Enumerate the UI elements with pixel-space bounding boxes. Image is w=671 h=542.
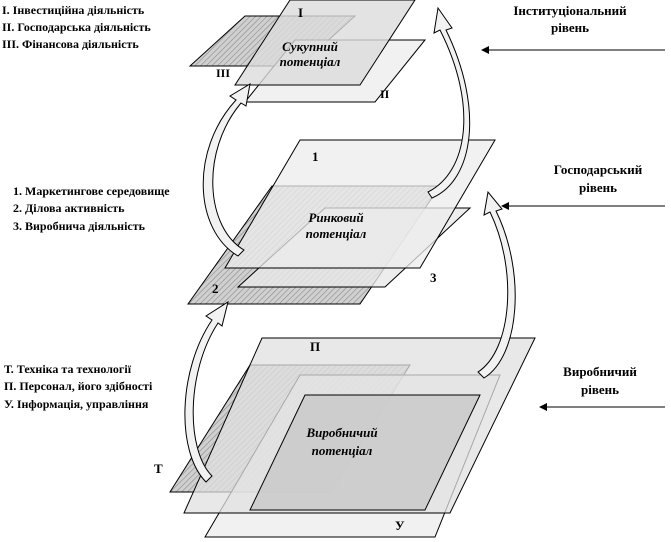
plane-label-3: 3	[430, 270, 437, 285]
center-title-economic-2: потенціал	[306, 226, 367, 241]
legend-institutional-1: I. Інвестиційна діяльність	[2, 3, 145, 17]
center-title-institutional-2: потенціал	[280, 54, 341, 69]
legend-economic-3: 3. Виробнича діяльність	[13, 219, 146, 233]
production-level: П Т У Виробничий потенціал Т. Техніка та…	[4, 337, 665, 538]
legend-production-1: Т. Техніка та технології	[4, 362, 132, 376]
connector-arrows	[184, 6, 516, 483]
plane-label-Y: У	[395, 518, 405, 533]
plane-label-2: 2	[212, 281, 219, 296]
plane-label-III: III	[216, 66, 230, 80]
economic-level: 1 2 3 Ринковий потенціал 1. Маркетингове…	[13, 139, 665, 305]
legend-institutional-3: III. Фінансова діяльність	[2, 37, 139, 51]
center-title-economic-1: Ринковий	[308, 210, 363, 225]
side-label-production-2: рівень	[581, 382, 619, 397]
plane-label-I: I	[298, 5, 303, 20]
plane-label-T: Т	[154, 461, 163, 476]
plane-label-P: П	[310, 339, 320, 354]
legend-production-3: У. Інформація, управління	[4, 397, 149, 411]
center-title-production-1: Виробничий	[305, 425, 377, 440]
legend-economic-1: 1. Маркетингове середовище	[13, 184, 170, 198]
plane-economic-1	[224, 139, 496, 269]
center-title-production-2: потенціал	[312, 443, 373, 458]
legend-economic-2: 2. Ділова активність	[13, 201, 125, 215]
side-label-institutional-1: Інституціональний	[513, 3, 627, 18]
side-label-economic-1: Господарський	[554, 162, 643, 177]
legend-production-2: П. Персонал, його здібності	[4, 379, 153, 393]
center-title-institutional-1: Сукупний	[282, 39, 338, 54]
legend-institutional-2: II. Господарська діяльність	[2, 20, 151, 34]
curved-up-arrow-icon	[477, 190, 516, 379]
plane-label-II: II	[380, 87, 390, 101]
curved-up-arrow-icon	[202, 83, 251, 257]
side-label-institutional-2: рівень	[551, 20, 589, 35]
side-label-production-1: Виробничий	[563, 364, 637, 379]
curved-up-arrow-icon	[184, 300, 229, 483]
plane-production-center	[249, 394, 481, 511]
plane-label-1: 1	[312, 149, 319, 164]
curved-up-arrow-icon	[427, 6, 471, 199]
side-label-economic-2: рівень	[579, 180, 617, 195]
plane-institutional-I	[234, 0, 416, 86]
institutional-level: I II III Сукупний потенціал I. Інвестиці…	[2, 0, 665, 103]
